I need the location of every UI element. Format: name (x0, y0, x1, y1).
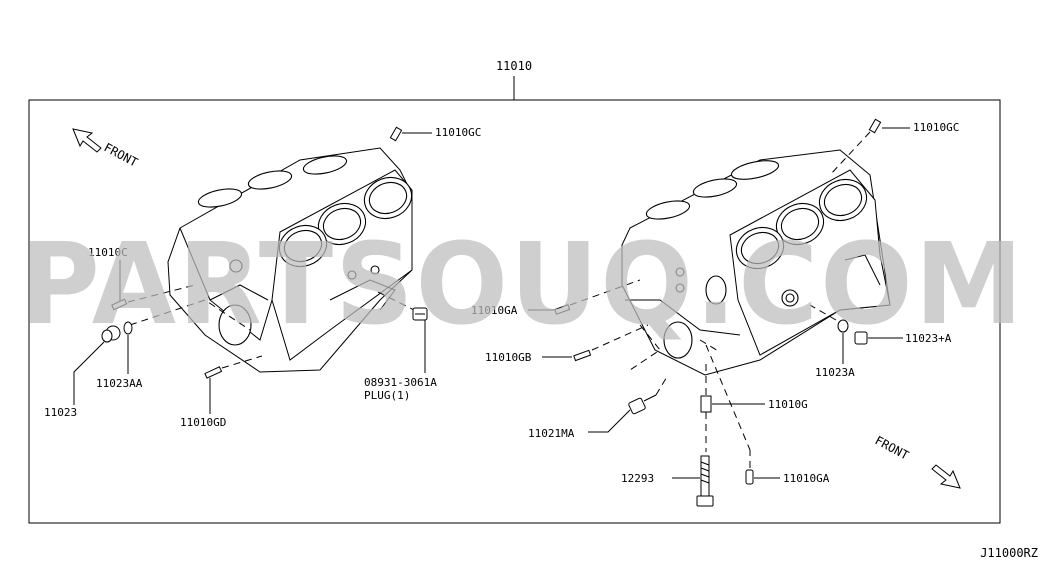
label-11010ga-lower[interactable]: 11010GA (783, 472, 830, 485)
label-11021ma[interactable]: 11021MA (528, 427, 575, 440)
plug-08931-icon (412, 307, 428, 321)
watermark: PARTSOUQ.COM (20, 220, 1025, 350)
engine-block-right-icon (621, 149, 891, 376)
engine-block-left-icon (167, 147, 413, 373)
dowel-11010gc-right-icon (868, 118, 882, 134)
label-12293[interactable]: 12293 (621, 472, 654, 485)
dowel-11010ga-lower-icon (745, 469, 754, 485)
dowel-11010gd-icon (204, 366, 223, 379)
label-11010ga-upper[interactable]: 11010GA (471, 304, 518, 317)
label-11010gc-right[interactable]: 11010GC (913, 121, 959, 134)
label-11010c[interactable]: 11010C (88, 246, 128, 259)
assembly-number[interactable]: 11010 (496, 59, 532, 73)
label-11023[interactable]: 11023 (44, 406, 77, 419)
label-plug-number[interactable]: 08931-3061A (364, 376, 437, 389)
label-11023-plus-a[interactable]: 11023+A (905, 332, 952, 345)
dowel-11010ga-upper-icon (554, 304, 571, 315)
dowel-11010gb-icon (573, 349, 592, 362)
label-11010gc-left[interactable]: 11010GC (435, 126, 481, 139)
drawing-code: J11000RZ (980, 546, 1038, 560)
front-label-left: FRONT (102, 140, 140, 169)
dowel-11010g-icon (700, 395, 712, 413)
label-plug-text: PLUG(1) (364, 389, 410, 402)
bolt-12293-icon (696, 455, 714, 507)
label-11023aa[interactable]: 11023AA (96, 377, 143, 390)
dowel-11010gc-left-icon (389, 126, 403, 142)
washer-11023a-icon (837, 319, 849, 333)
label-11023a[interactable]: 11023A (815, 366, 855, 379)
label-11010g[interactable]: 11010G (768, 398, 808, 411)
plug-11023-plus-a-icon (854, 331, 868, 345)
plug-11023-icon (101, 325, 121, 343)
front-arrow-left-icon (72, 128, 102, 153)
front-label-right: FRONT (873, 433, 911, 462)
label-11010gb[interactable]: 11010GB (485, 351, 532, 364)
pin-11010c-icon (111, 298, 128, 311)
washer-11023aa-icon (123, 321, 133, 335)
label-11010gd[interactable]: 11010GD (180, 416, 226, 429)
front-arrow-right-icon (931, 464, 961, 489)
bolt-11021ma-icon (628, 394, 657, 415)
